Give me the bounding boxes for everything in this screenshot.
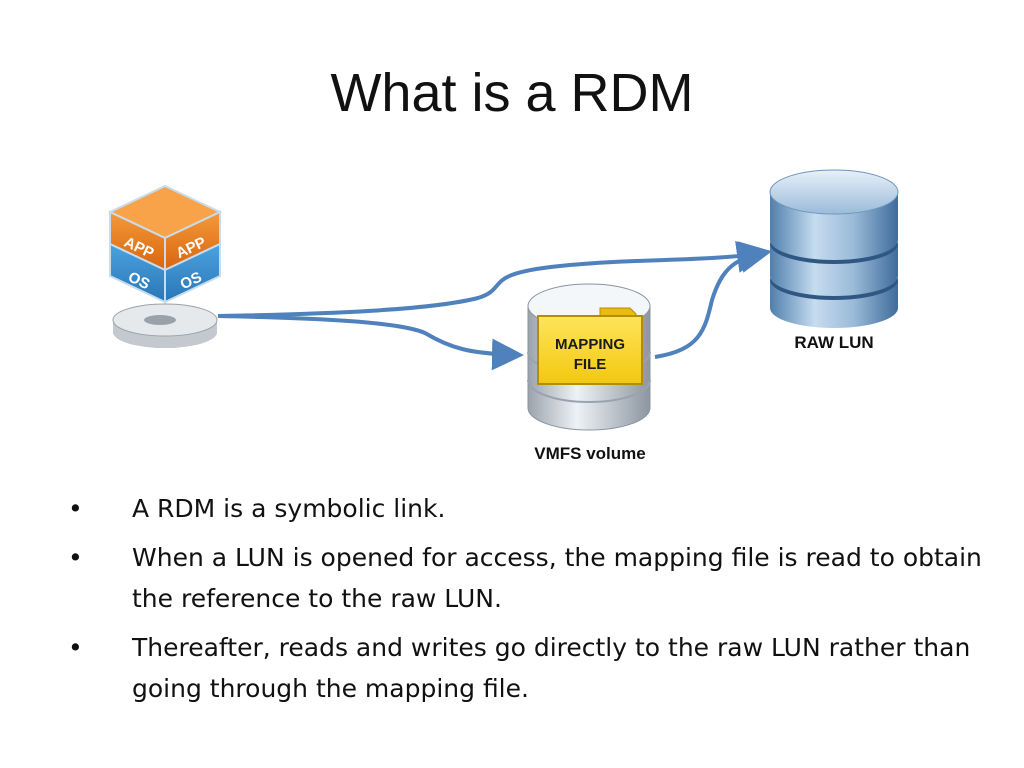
bullet-marker: •	[68, 633, 83, 662]
virtual-machine-icon: APP APP OS OS	[107, 184, 223, 348]
arrow-vm-to-mapping-file	[217, 314, 524, 371]
folder-icon: MAPPING FILE	[537, 307, 643, 385]
vmfs-volume-label: VMFS volume	[534, 444, 645, 463]
raw-lun-label: RAW LUN	[794, 333, 873, 352]
bullet-text: A RDM is a symbolic link.	[132, 494, 446, 523]
arrow-vm-to-raw-lun	[217, 240, 769, 318]
bullet-list: • A RDM is a symbolic link. • When a LUN…	[0, 488, 1024, 717]
mapping-file-label-line1: MAPPING	[555, 336, 625, 353]
slide-title: What is a RDM	[330, 63, 694, 123]
bullet-marker: •	[68, 543, 83, 572]
bullet-item: • When a LUN is opened for access, the m…	[0, 537, 1024, 619]
arrow-mapping-file-to-raw-lun	[654, 241, 772, 359]
rdm-diagram: APP APP OS OS MAPPING FILE VMFS volume R…	[107, 169, 899, 463]
mapping-file-label-line2: FILE	[574, 356, 607, 373]
bullet-text: When a LUN is opened for access, the map…	[132, 543, 982, 613]
bullet-marker: •	[68, 494, 83, 523]
bullet-text: Thereafter, reads and writes go directly…	[132, 633, 971, 703]
raw-lun-disk-icon	[769, 169, 899, 328]
bullet-item: • A RDM is a symbolic link.	[0, 488, 1024, 529]
bullet-item: • Thereafter, reads and writes go direct…	[0, 627, 1024, 709]
